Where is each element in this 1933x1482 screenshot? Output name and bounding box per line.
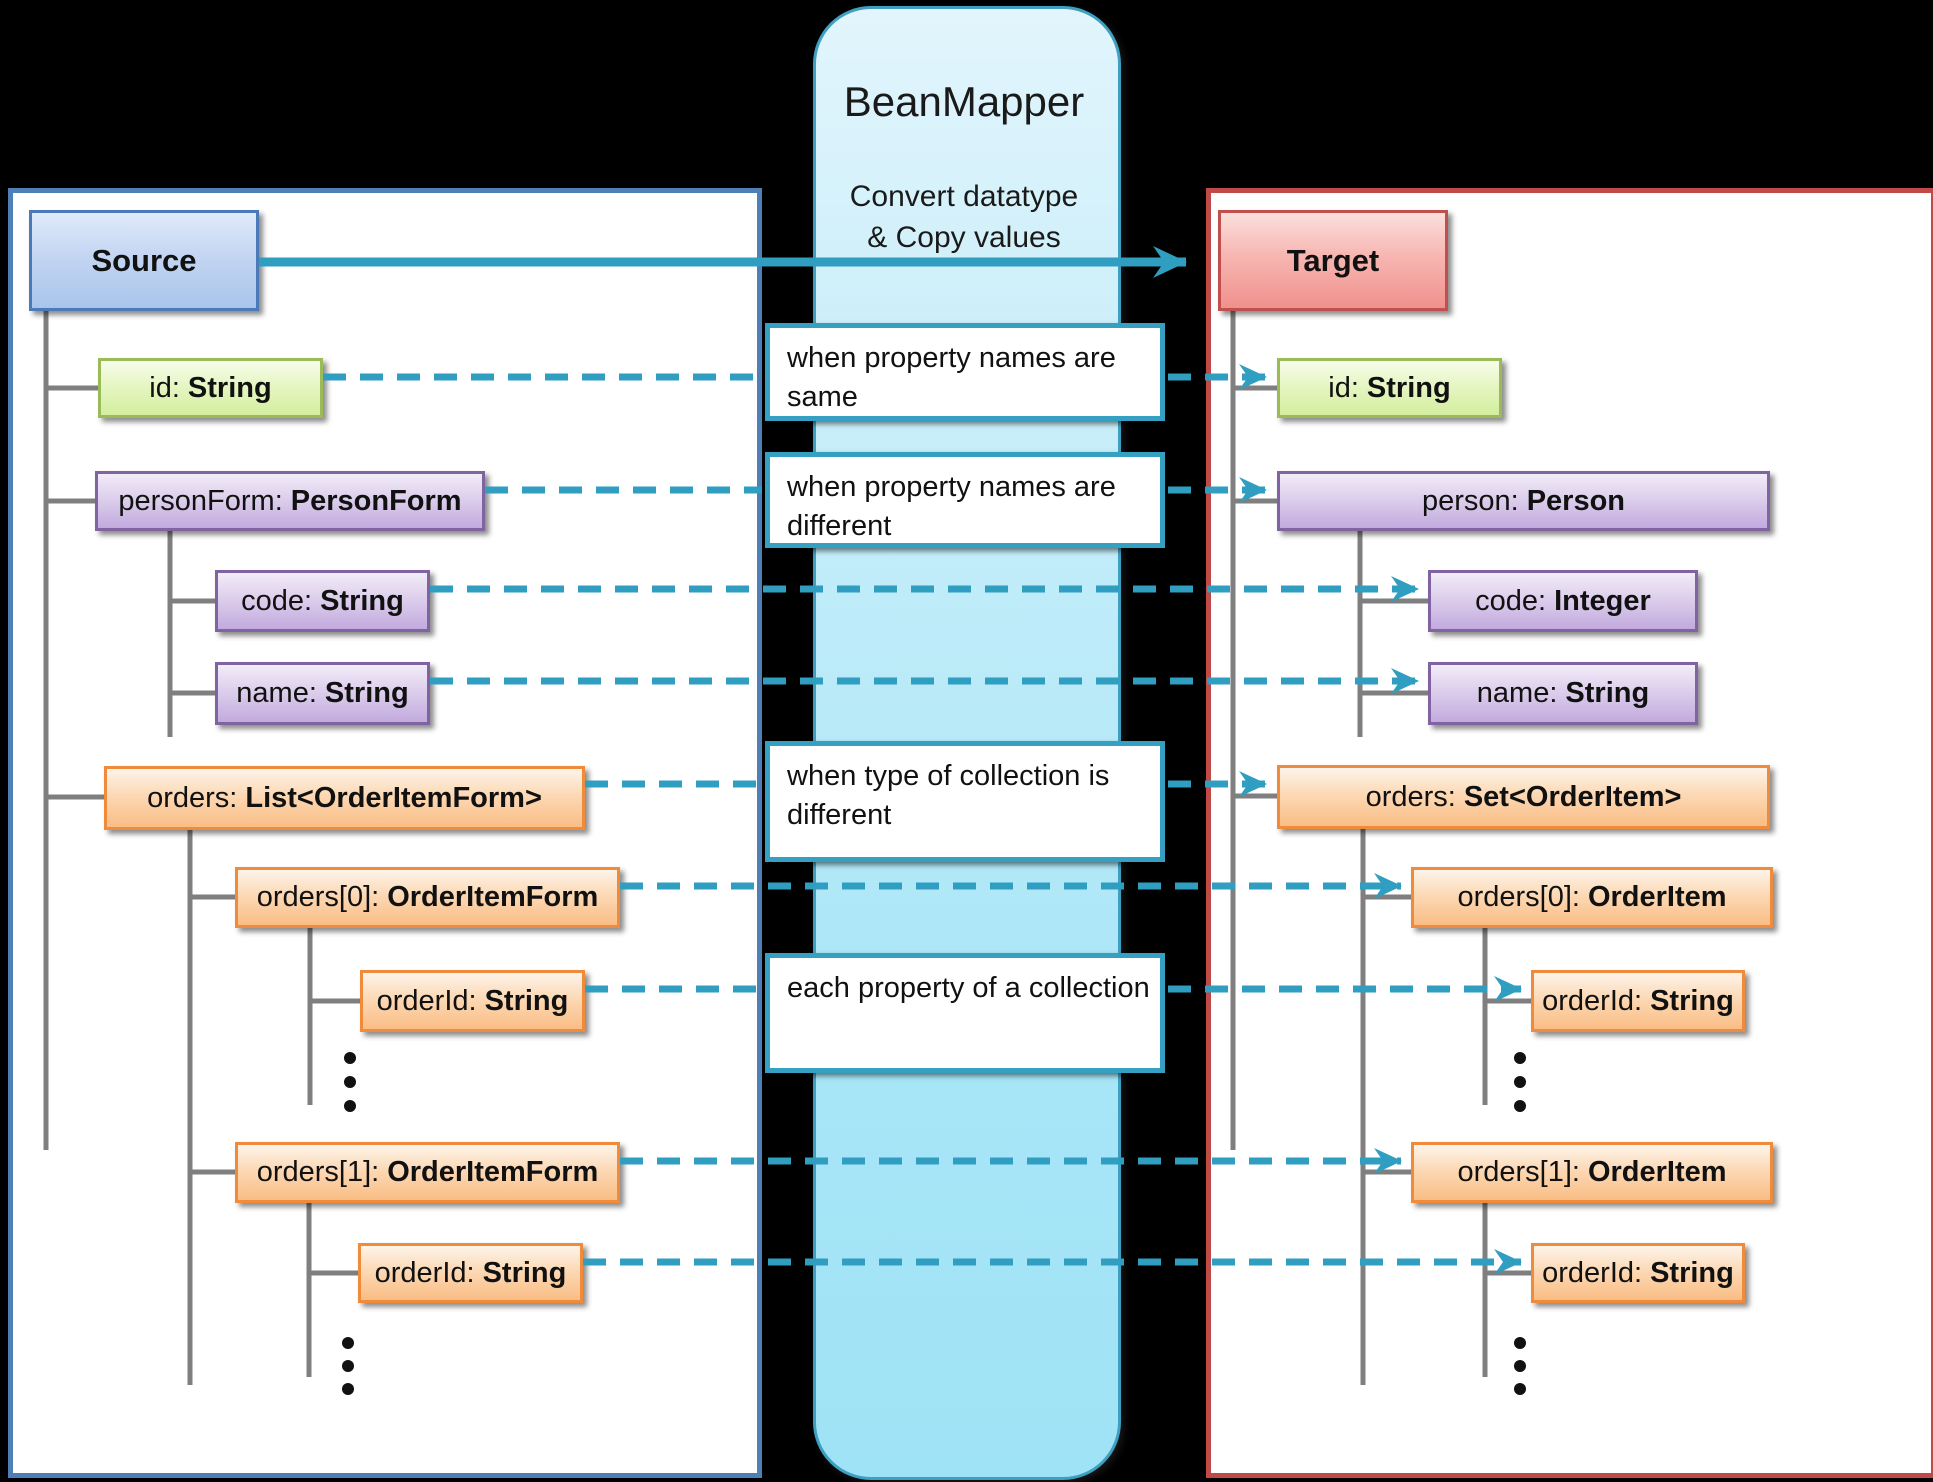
source-root-label: Source	[91, 242, 197, 278]
beanmapper-subtitle: Convert datatype & Copy values	[849, 180, 1079, 254]
source-root-box: Source	[29, 210, 259, 311]
source-node-code: code:String	[215, 570, 430, 632]
source-node-orders: orders:List<OrderItemForm>	[104, 766, 585, 830]
source-node-orders1: orders[1]:OrderItemForm	[235, 1142, 620, 1203]
note-property-names-different: when property names are different	[765, 452, 1165, 548]
target-root-box: Target	[1218, 210, 1448, 311]
target-node-id: id:String	[1277, 358, 1502, 418]
source-node-orders0: orders[0]:OrderItemForm	[235, 867, 620, 928]
source-node-orderid1: orderId:String	[358, 1243, 583, 1303]
note-collection-type-different: when type of collection is different	[765, 741, 1165, 862]
target-node-person: person:Person	[1277, 471, 1770, 531]
target-node-orders: orders:Set<OrderItem>	[1277, 765, 1770, 829]
source-node-personform: personForm:PersonForm	[95, 471, 485, 531]
source-node-id: id:String	[98, 358, 323, 418]
target-node-orders1: orders[1]:OrderItem	[1411, 1142, 1773, 1203]
target-node-orderid0: orderId:String	[1531, 970, 1745, 1032]
note-property-names-same: when property names are same	[765, 323, 1165, 421]
target-node-name: name:String	[1428, 662, 1698, 725]
target-node-orders0: orders[0]:OrderItem	[1411, 867, 1773, 928]
source-node-name: name:String	[215, 662, 430, 725]
source-node-orderid0: orderId:String	[360, 970, 585, 1032]
target-node-orderid1: orderId:String	[1531, 1243, 1745, 1303]
note-each-property-of-collection: each property of a collection	[765, 953, 1165, 1073]
beanmapper-title: BeanMapper	[843, 78, 1085, 125]
target-root-label: Target	[1286, 242, 1380, 278]
target-node-code: code:Integer	[1428, 570, 1698, 632]
